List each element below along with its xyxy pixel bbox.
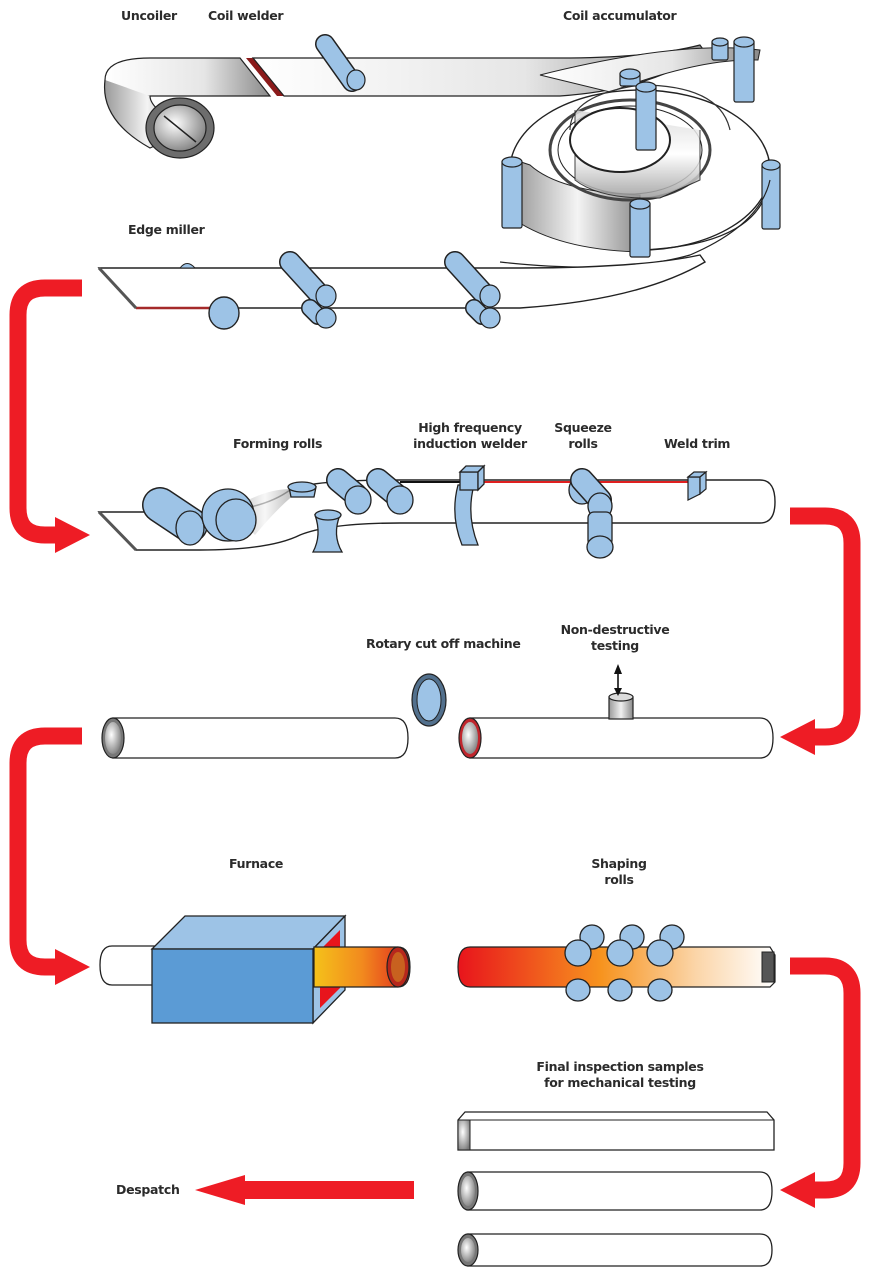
label-hf-welder: High frequency induction welder xyxy=(410,420,530,452)
round-sample-graphic xyxy=(457,1171,773,1211)
furnace-graphic xyxy=(99,914,411,1025)
label-squeeze-rolls-line1: Squeeze xyxy=(554,420,612,435)
label-weld-trim: Weld trim xyxy=(664,436,731,451)
label-final-inspection: Final inspection samples for mechanical … xyxy=(520,1059,720,1091)
flow-arrow xyxy=(9,279,90,553)
uncoiler-graphic xyxy=(103,57,272,159)
label-coil-accumulator: Coil accumulator xyxy=(563,8,677,23)
shaping-roll-icon xyxy=(564,924,685,1002)
shaping-rolls-graphic xyxy=(457,924,776,1002)
forming-line-graphic xyxy=(97,464,776,559)
label-final-inspection-line2: for mechanical testing xyxy=(544,1075,696,1090)
coil-accumulator-graphic xyxy=(499,36,781,268)
label-hf-welder-line1: High frequency xyxy=(418,420,522,435)
round-sample-graphic xyxy=(457,1233,773,1267)
strip-roller-icon xyxy=(444,251,501,329)
square-sample-graphic xyxy=(457,1111,775,1151)
flow-arrow xyxy=(780,507,861,755)
label-coil-welder: Coil welder xyxy=(208,8,284,23)
squeeze-roll-icon xyxy=(568,468,614,559)
label-shaping-rolls-line1: Shaping xyxy=(591,856,647,871)
flow-arrow xyxy=(9,727,90,985)
tube-under-test-graphic xyxy=(458,717,774,759)
label-despatch: Despatch xyxy=(116,1182,180,1197)
label-squeeze-rolls-line2: rolls xyxy=(568,436,598,451)
label-final-inspection-line1: Final inspection samples xyxy=(536,1059,704,1074)
forming-roll-icon xyxy=(142,468,414,553)
induction-coil-icon xyxy=(454,464,486,546)
label-squeeze-rolls: Squeeze rolls xyxy=(548,420,618,452)
label-edge-miller: Edge miller xyxy=(128,222,205,237)
label-ndt: Non-destructive testing xyxy=(555,622,675,654)
cut-tube-graphic xyxy=(101,717,409,759)
label-forming-rolls: Forming rolls xyxy=(233,436,323,451)
label-ndt-line2: testing xyxy=(591,638,639,653)
rotary-cutter-icon xyxy=(411,673,447,727)
edge-mill-cutter-icon xyxy=(208,296,240,330)
label-furnace: Furnace xyxy=(229,856,284,871)
label-shaping-rolls-line2: rolls xyxy=(604,872,634,887)
despatch-arrow xyxy=(195,1175,414,1205)
label-rotary-cut-off: Rotary cut off machine xyxy=(366,636,521,651)
label-hf-welder-line2: induction welder xyxy=(413,436,527,451)
ndt-probe-icon xyxy=(608,664,634,720)
label-uncoiler: Uncoiler xyxy=(121,8,177,23)
guide-post-icon xyxy=(501,36,781,258)
label-ndt-line1: Non-destructive xyxy=(560,622,670,637)
flow-arrow xyxy=(780,957,861,1208)
label-shaping-rolls: Shaping rolls xyxy=(584,856,654,888)
strip-roller-icon xyxy=(315,34,366,92)
edge-miller-graphic xyxy=(97,251,707,330)
strip-roller-icon xyxy=(279,251,337,329)
weld-trim-tool-icon xyxy=(686,470,708,501)
